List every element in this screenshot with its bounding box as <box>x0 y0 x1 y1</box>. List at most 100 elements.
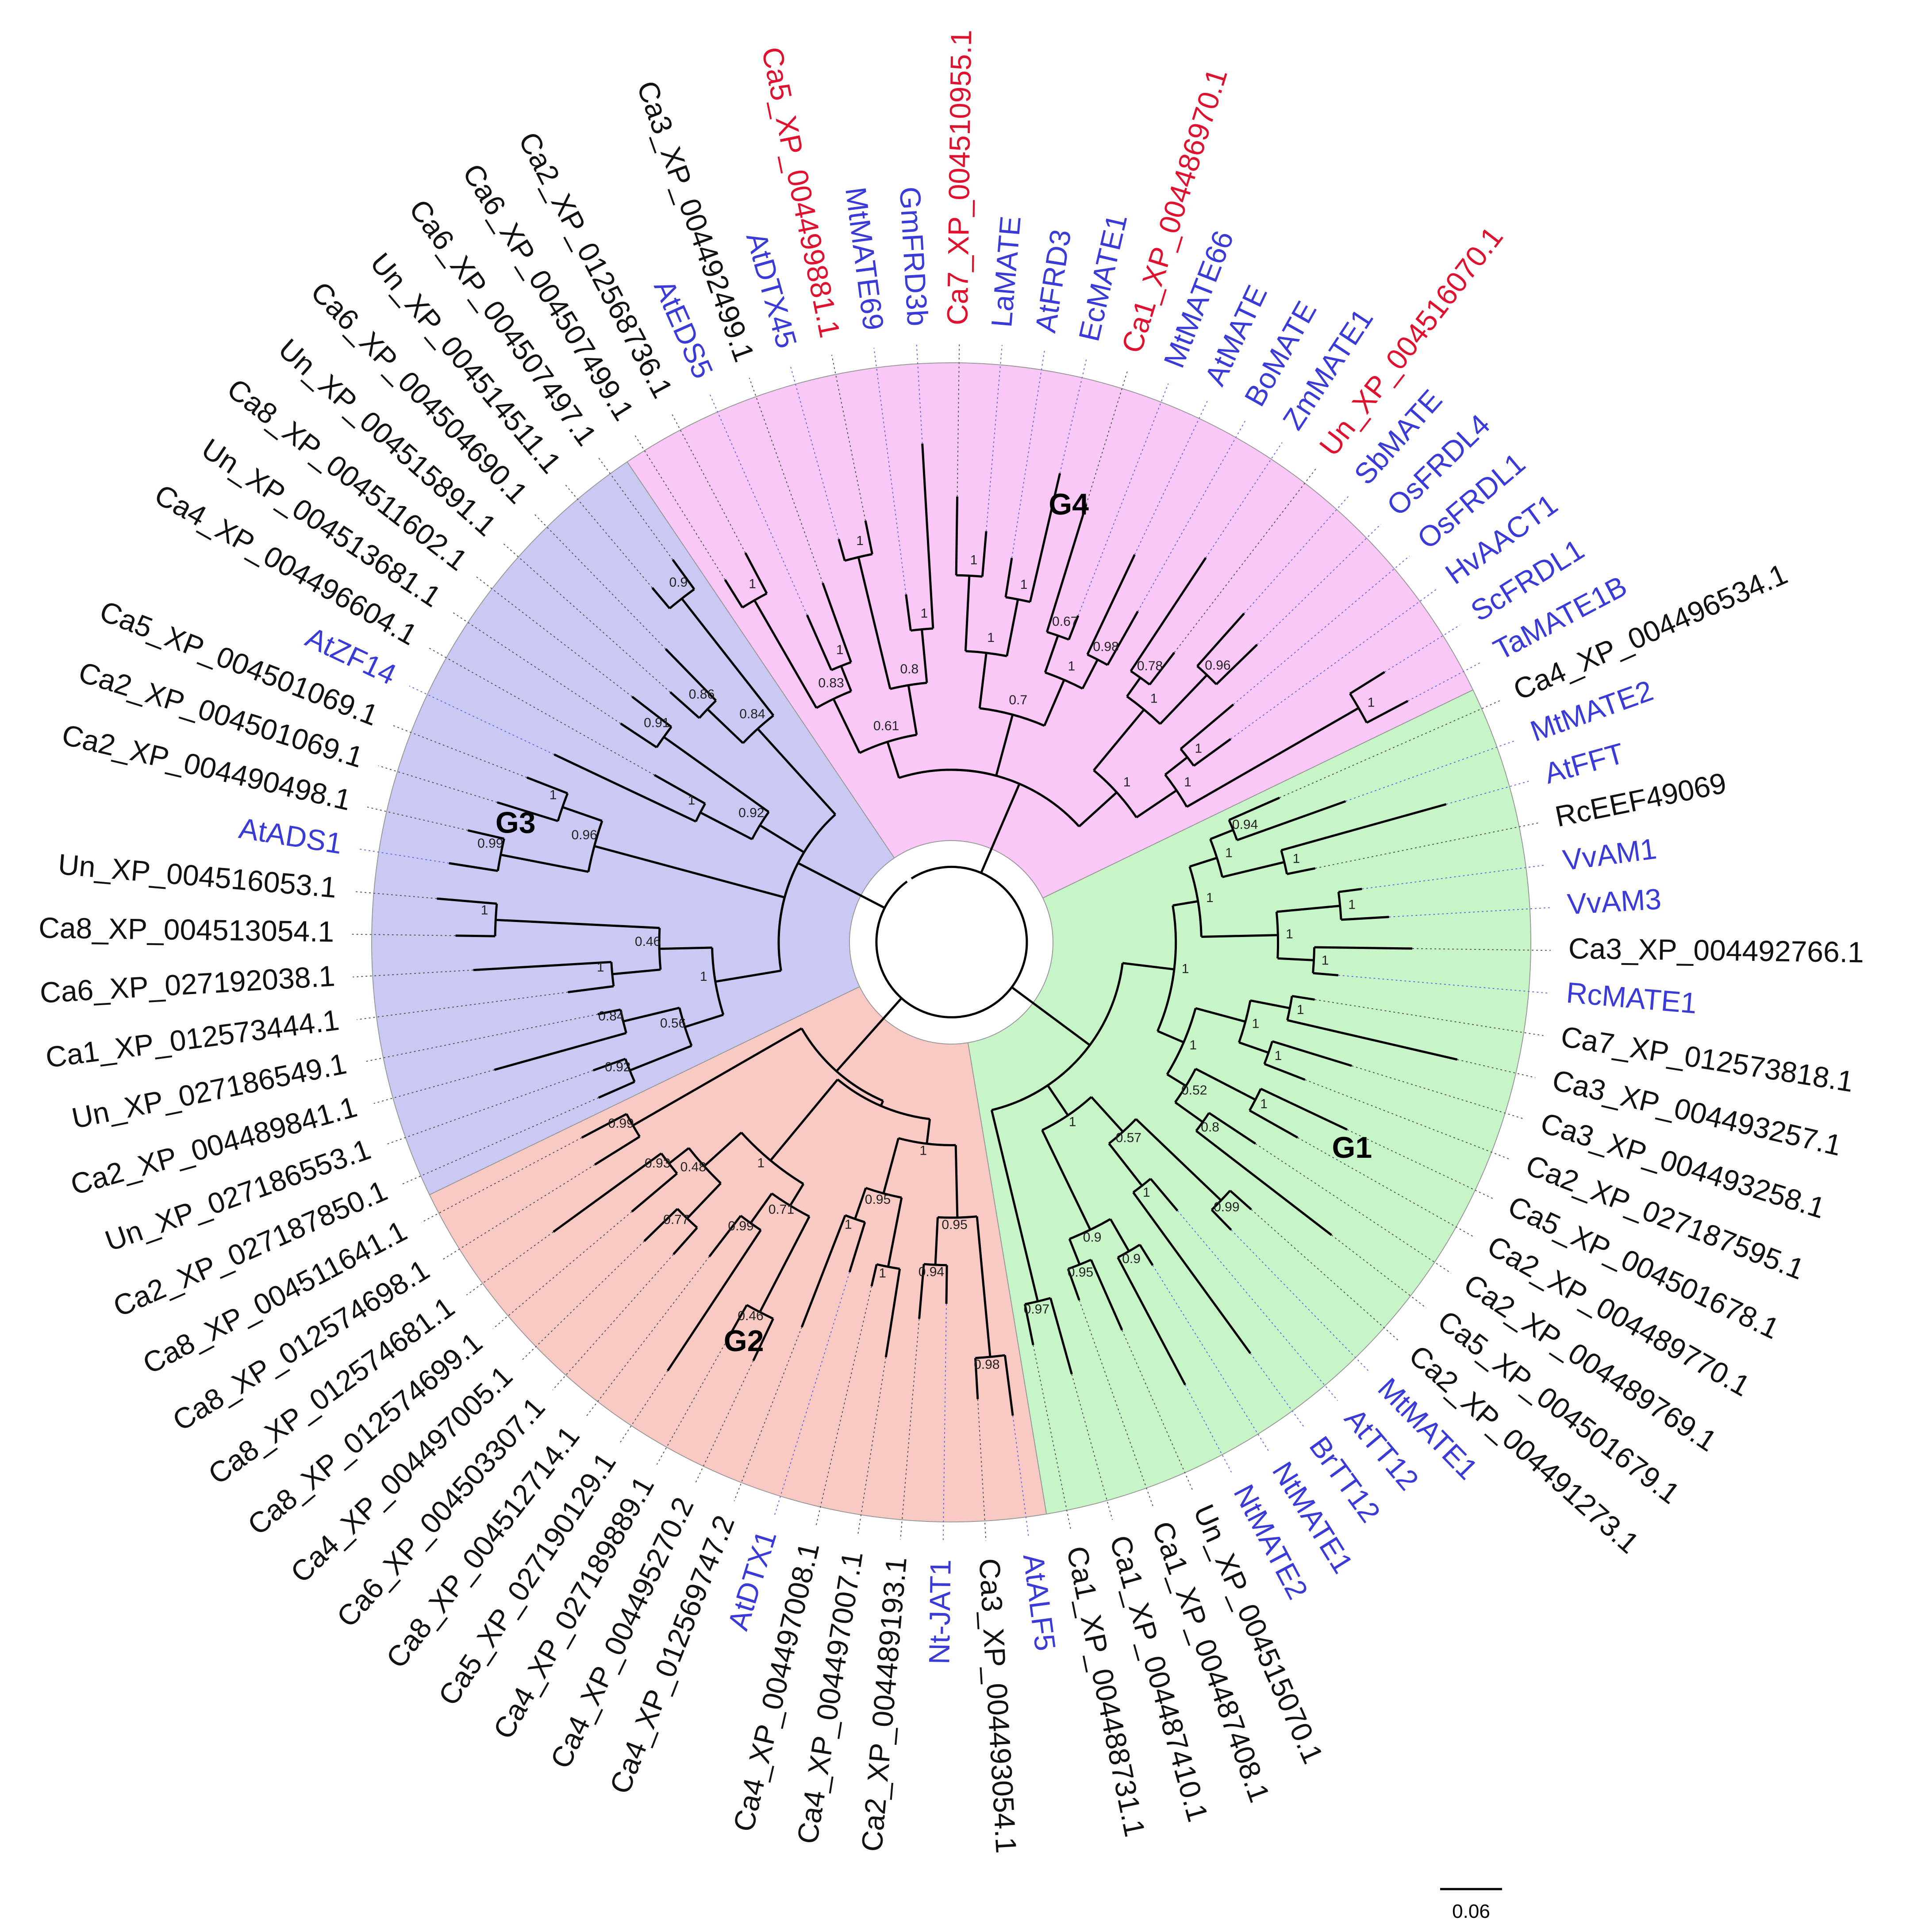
support-value: 0.77 <box>663 1212 689 1227</box>
leaf-guide <box>789 365 839 539</box>
support-value: 0.98 <box>1093 639 1118 654</box>
support-value: 0.94 <box>918 1264 944 1279</box>
support-value: 0.83 <box>818 676 844 691</box>
branch <box>1045 504 1088 633</box>
leaf-label: AtFRD3 <box>1029 227 1077 334</box>
branch-arc <box>742 592 768 609</box>
leaf-guide <box>1279 700 1500 799</box>
branch <box>1260 1087 1348 1131</box>
leaf-guide <box>1255 1143 1452 1274</box>
leaf-guide <box>1412 948 1551 951</box>
branch <box>1195 1007 1246 1023</box>
group-label-g2: G2 <box>724 1324 764 1358</box>
branch <box>669 691 700 719</box>
branch-arc <box>1024 1297 1051 1306</box>
support-value: 1 <box>920 606 928 621</box>
leaf-guide <box>1071 1374 1113 1520</box>
leaf-guide <box>1152 1265 1269 1452</box>
branch <box>886 741 900 779</box>
leaf-guide <box>1446 780 1529 805</box>
branch <box>437 897 497 905</box>
support-value: 0.96 <box>571 828 597 842</box>
branch-arc <box>830 661 852 671</box>
branch <box>1086 554 1136 655</box>
branch <box>1003 1355 1014 1416</box>
branch <box>1011 986 1091 1046</box>
branch <box>990 1110 1039 1302</box>
leaf-guide <box>916 344 923 444</box>
scale-bar-label: 0.06 <box>1452 1901 1490 1922</box>
root-arc <box>875 865 1028 1018</box>
branch <box>1149 1178 1179 1212</box>
branch-arc <box>660 1152 678 1175</box>
branch <box>496 918 660 930</box>
support-value: 0.99 <box>728 1219 753 1233</box>
branch <box>759 1216 811 1313</box>
support-value: 1 <box>879 1266 886 1280</box>
support-value: 1 <box>919 1143 927 1158</box>
branch <box>759 824 805 853</box>
leaf-guide <box>429 647 655 776</box>
branch <box>1249 1109 1299 1139</box>
support-value: 0.7 <box>1009 693 1027 707</box>
branch <box>769 1079 839 1161</box>
leaf-guide <box>1012 1415 1029 1537</box>
leaf-guide <box>466 1231 554 1296</box>
support-value: 0.99 <box>1214 1200 1239 1214</box>
branch-arc <box>624 1058 636 1083</box>
leaf-guide <box>421 1137 582 1223</box>
support-value: 0.8 <box>1201 1120 1219 1134</box>
branch <box>1090 1259 1123 1331</box>
leaf-guide <box>1059 358 1087 474</box>
branch <box>835 998 902 1072</box>
branch <box>598 1080 635 1099</box>
branch <box>954 1145 959 1218</box>
leaf-guide <box>1174 467 1318 653</box>
support-value: 1 <box>1348 898 1356 912</box>
branch <box>665 648 717 702</box>
leaf-label: Ca3_XP_004492766.1 <box>1568 932 1864 968</box>
branch <box>1287 1019 1458 1061</box>
leaf-guide <box>734 1327 803 1502</box>
branch-arc <box>975 1354 1005 1360</box>
support-value: 0.57 <box>1116 1131 1141 1145</box>
branch <box>921 629 928 683</box>
branch-arc <box>1087 653 1108 666</box>
support-value: 0.95 <box>1068 1265 1093 1280</box>
branch <box>707 708 744 744</box>
support-value: 1 <box>1368 695 1375 710</box>
branch <box>468 829 504 840</box>
branch <box>1172 900 1199 907</box>
branch-arc <box>1228 819 1238 841</box>
leaf-label: MtMATE69 <box>839 185 890 332</box>
branch <box>1229 1190 1252 1210</box>
leaf-guide <box>873 348 907 595</box>
branch <box>1166 1073 1187 1087</box>
branch <box>631 1172 678 1213</box>
branch <box>1277 957 1314 961</box>
support-value: 0.61 <box>873 718 899 733</box>
leaf-guide <box>476 576 633 697</box>
branch <box>1159 674 1208 725</box>
branch <box>1196 612 1245 667</box>
branch <box>789 1183 805 1206</box>
branch <box>848 1221 866 1273</box>
support-value: 1 <box>1322 953 1329 968</box>
leaf-guide <box>442 1164 596 1260</box>
support-value: 1 <box>1068 659 1076 674</box>
branch <box>1287 867 1316 876</box>
leaf-label: AtALF5 <box>1017 1552 1062 1653</box>
leaf-guide <box>521 1241 645 1361</box>
support-value: 1 <box>1260 1097 1268 1111</box>
leaf-label: Ca2_XP_004489193.1 <box>855 1556 913 1853</box>
branch <box>934 1217 939 1265</box>
support-value: 0.8 <box>900 662 918 676</box>
leaf-guide <box>831 355 866 521</box>
branch <box>668 1147 690 1165</box>
leaf-guide <box>392 725 527 778</box>
branch <box>1276 904 1341 913</box>
branch <box>1174 1101 1203 1123</box>
support-value: 1 <box>856 534 864 548</box>
branch-arc <box>1196 665 1217 685</box>
